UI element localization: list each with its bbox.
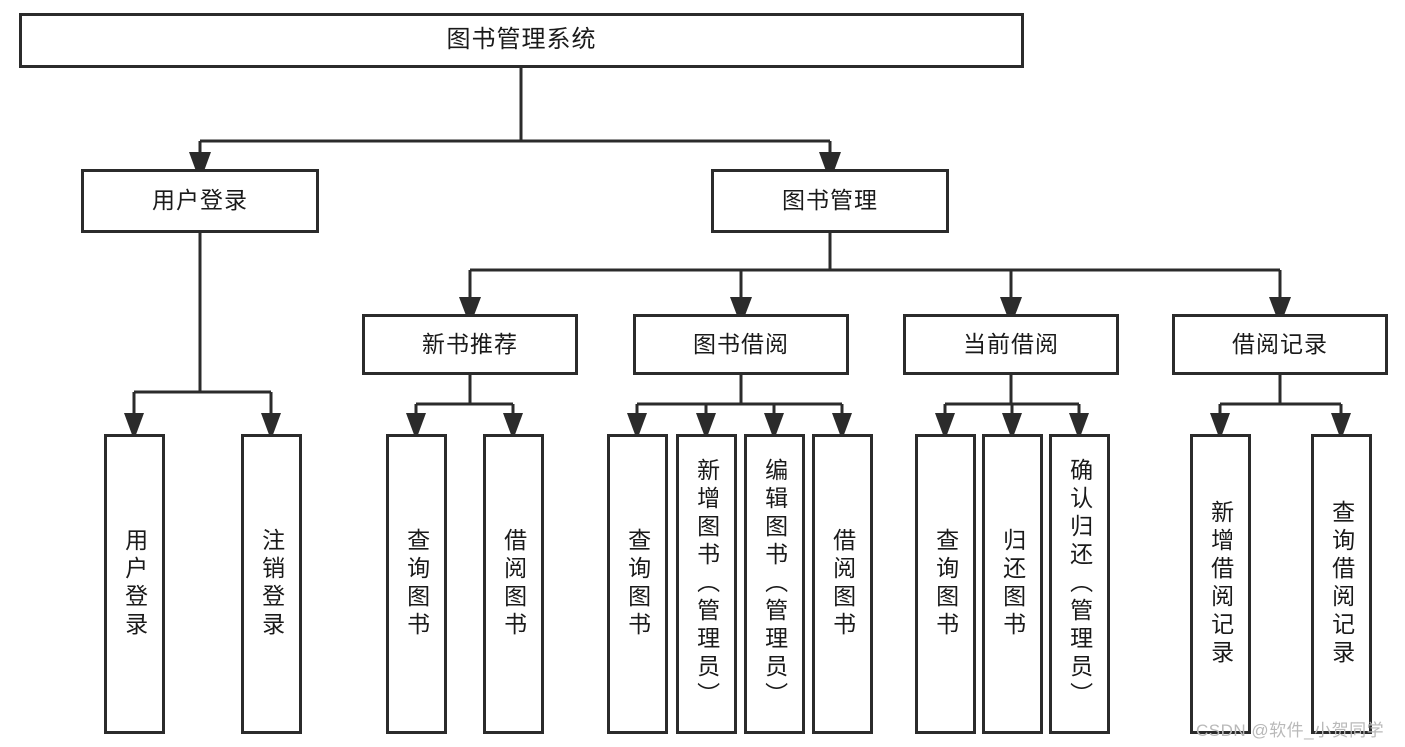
node-leaf-add-book-admin[interactable]: 新增图书（管理员） — [676, 434, 737, 734]
node-leaf-confirm-return-admin[interactable]: 确认归还（管理员） — [1049, 434, 1110, 734]
node-book-manage[interactable]: 图书管理 — [711, 169, 949, 233]
node-leaf-query-borrow-record-label: 查询借阅记录 — [1328, 500, 1355, 668]
node-leaf-add-borrow-record[interactable]: 新增借阅记录 — [1190, 434, 1251, 734]
node-leaf-add-book-admin-label: 新增图书（管理员） — [693, 458, 720, 710]
node-leaf-query-book-3[interactable]: 查询图书 — [915, 434, 976, 734]
node-leaf-return-book[interactable]: 归还图书 — [982, 434, 1043, 734]
node-new-book-recommend[interactable]: 新书推荐 — [362, 314, 578, 375]
node-leaf-query-borrow-record[interactable]: 查询借阅记录 — [1311, 434, 1372, 734]
node-leaf-edit-book-admin-label: 编辑图书（管理员） — [761, 458, 788, 710]
node-book-borrow-label: 图书借阅 — [693, 330, 789, 357]
node-current-borrow-label: 当前借阅 — [963, 330, 1059, 357]
node-user-login-label: 用户登录 — [152, 187, 248, 214]
node-leaf-edit-book-admin[interactable]: 编辑图书（管理员） — [744, 434, 805, 734]
node-leaf-return-book-label: 归还图书 — [999, 528, 1026, 640]
node-leaf-logout[interactable]: 注销登录 — [241, 434, 302, 734]
node-new-book-recommend-label: 新书推荐 — [422, 330, 518, 357]
node-leaf-user-login[interactable]: 用户登录 — [104, 434, 165, 734]
node-leaf-query-book-1-label: 查询图书 — [403, 528, 430, 640]
node-root[interactable]: 图书管理系统 — [19, 13, 1024, 68]
node-leaf-query-book-1[interactable]: 查询图书 — [386, 434, 447, 734]
node-current-borrow[interactable]: 当前借阅 — [903, 314, 1119, 375]
node-leaf-query-book-3-label: 查询图书 — [932, 528, 959, 640]
node-leaf-borrow-book-2[interactable]: 借阅图书 — [812, 434, 873, 734]
node-borrow-record-label: 借阅记录 — [1232, 330, 1328, 357]
node-book-manage-label: 图书管理 — [782, 187, 878, 214]
node-leaf-query-book-2[interactable]: 查询图书 — [607, 434, 668, 734]
node-leaf-borrow-book-2-label: 借阅图书 — [829, 528, 856, 640]
node-leaf-logout-label: 注销登录 — [258, 528, 285, 640]
node-leaf-borrow-book-1-label: 借阅图书 — [500, 528, 527, 640]
node-borrow-record[interactable]: 借阅记录 — [1172, 314, 1388, 375]
csdn-watermark: CSDN @软件_小贺同学 — [1196, 721, 1385, 740]
node-leaf-query-book-2-label: 查询图书 — [624, 528, 651, 640]
node-user-login[interactable]: 用户登录 — [81, 169, 319, 233]
node-leaf-add-borrow-record-label: 新增借阅记录 — [1207, 500, 1234, 668]
node-leaf-borrow-book-1[interactable]: 借阅图书 — [483, 434, 544, 734]
node-root-label: 图书管理系统 — [446, 26, 597, 54]
node-leaf-confirm-return-admin-label: 确认归还（管理员） — [1066, 458, 1093, 710]
node-book-borrow[interactable]: 图书借阅 — [633, 314, 849, 375]
node-leaf-user-login-label: 用户登录 — [121, 528, 148, 640]
